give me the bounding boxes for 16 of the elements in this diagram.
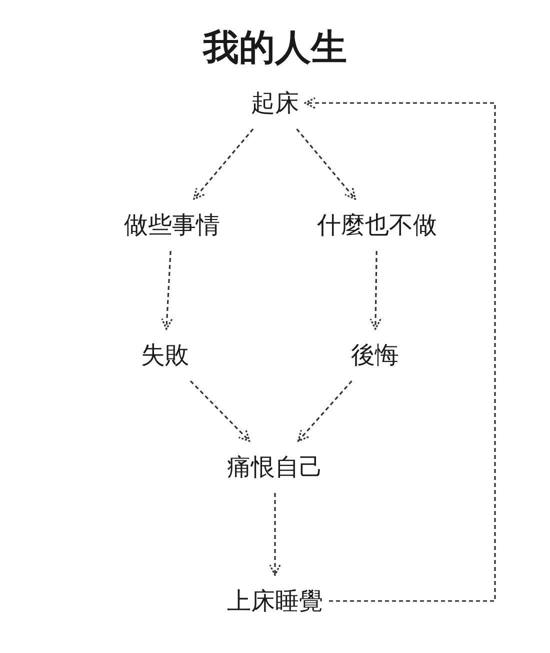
step-text: 失敗	[135, 329, 195, 381]
dashed-arrow	[297, 380, 352, 442]
dashed-arrow	[193, 128, 254, 200]
step-text: 起床	[245, 77, 305, 129]
step-text: 什麼也不做	[311, 199, 443, 251]
step-text: 後悔	[345, 329, 405, 381]
step-text: 做些事情	[118, 199, 226, 251]
diagram-title: 我的人生	[203, 26, 347, 70]
step-text: 上床睡覺	[221, 575, 329, 627]
dashed-arrow	[370, 250, 382, 330]
dashed-arrow	[190, 380, 250, 442]
dashed-arrow	[296, 128, 356, 200]
dashed-arrow	[269, 493, 281, 576]
dashed-arrow	[304, 97, 496, 602]
step-text: 痛恨自己	[221, 441, 329, 493]
dashed-arrow	[161, 250, 173, 330]
